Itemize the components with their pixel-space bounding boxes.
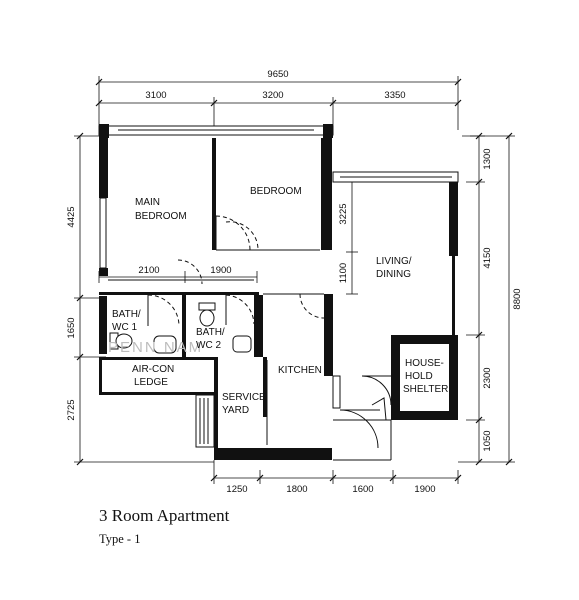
walls — [98, 124, 459, 460]
dim-right-4: 1050 — [482, 430, 493, 451]
dim-right-2: 4150 — [482, 247, 493, 268]
dim-bath-width-2: 1900 — [210, 265, 231, 276]
room-main-bedroom-line2: BEDROOM — [135, 211, 187, 222]
dim-overall-width: 9650 — [267, 69, 288, 80]
plan-title: 3 Room Apartment — [99, 506, 230, 525]
basin-wc1-icon — [153, 335, 177, 354]
dim-left-1: 4425 — [66, 206, 77, 227]
dim-left-2: 1650 — [66, 317, 77, 338]
dim-living-depth: 3225 — [338, 203, 349, 224]
room-shelter-line3: SHELTER — [403, 384, 448, 395]
basin-wc2-icon — [232, 335, 252, 353]
dim-bottom-3: 1600 — [352, 484, 373, 495]
dim-top-2: 3200 — [262, 90, 283, 101]
dim-corridor: 1100 — [338, 263, 349, 283]
room-living-line2: DINING — [376, 269, 411, 280]
door-swings — [147, 215, 392, 449]
room-shelter-line2: HOLD — [405, 371, 433, 382]
dim-top-1: 3100 — [145, 90, 166, 101]
room-kitchen: KITCHEN — [278, 365, 322, 376]
dim-top-3: 3350 — [384, 90, 405, 101]
dim-right-1: 1300 — [482, 148, 493, 169]
room-shelter-line1: HOUSE- — [405, 358, 444, 369]
dim-left-3: 2725 — [66, 399, 77, 420]
toilet-wc1-icon — [109, 332, 133, 350]
room-aircon-line1: AIR-CON — [132, 364, 174, 375]
toilet-wc2-icon — [198, 302, 216, 327]
dim-bottom-4: 1900 — [414, 484, 435, 495]
plan-subtitle: Type - 1 — [99, 532, 141, 546]
room-service-line2: YARD — [222, 405, 249, 416]
dim-bottom-1: 1250 — [226, 484, 247, 495]
room-bath2-line1: BATH/ — [196, 327, 225, 338]
dim-bath-width-1: 2100 — [138, 265, 159, 276]
room-service-line1: SERVICE — [222, 392, 266, 403]
dim-bottom-2: 1800 — [286, 484, 307, 495]
dim-right-3: 2300 — [482, 367, 493, 388]
room-aircon-line2: LEDGE — [134, 377, 168, 388]
room-bath1-line2: WC 1 — [112, 322, 137, 333]
room-living-line1: LIVING/ — [376, 256, 412, 267]
dimension-ticks — [76, 78, 513, 482]
dim-right-overall: 8800 — [512, 288, 523, 309]
svg-text:PENN NAM: PENN NAM — [108, 339, 203, 356]
room-bedroom: BEDROOM — [250, 186, 302, 197]
watermark: PENN NAM — [108, 339, 203, 356]
room-bath2-line2: WC 2 — [196, 340, 221, 351]
room-main-bedroom-line1: MAIN — [135, 197, 160, 208]
room-bath1-line1: BATH/ — [112, 309, 141, 320]
